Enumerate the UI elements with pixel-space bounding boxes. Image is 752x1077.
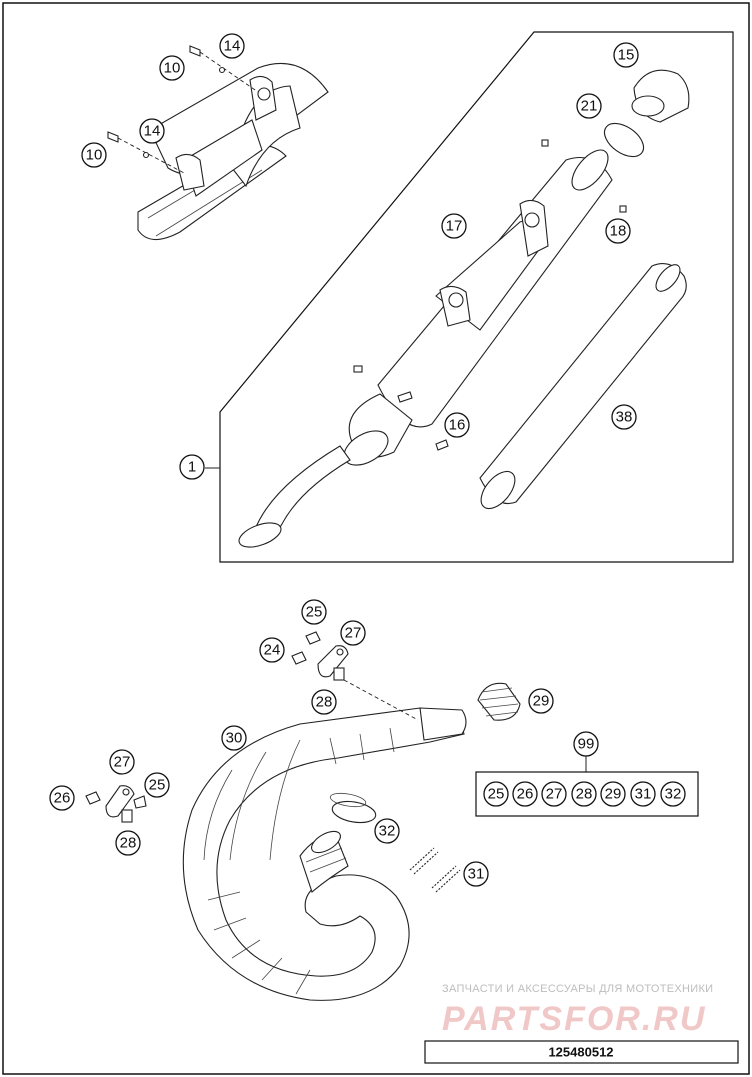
kit-callout: 32: [660, 781, 686, 807]
svg-text:29: 29: [533, 693, 550, 710]
callout-18: 18: [605, 218, 631, 244]
svg-text:18: 18: [610, 223, 627, 240]
callout-26: 26: [49, 785, 75, 811]
callout-31: 31: [463, 861, 489, 887]
o-ring-drawing: [603, 122, 645, 158]
seal-ring-drawing: [331, 800, 377, 824]
end-cap-drawing: [631, 69, 690, 123]
svg-text:27: 27: [114, 754, 131, 771]
callout-29: 29: [528, 688, 554, 714]
svg-text:99: 99: [578, 736, 595, 753]
svg-text:30: 30: [226, 730, 243, 747]
callout-25a: 25: [301, 599, 327, 625]
svg-text:17: 17: [446, 218, 463, 235]
kit-callout: 27: [541, 781, 567, 807]
svg-text:25: 25: [488, 786, 505, 803]
svg-text:21: 21: [581, 98, 598, 115]
svg-text:31: 31: [635, 786, 652, 803]
drawing-code: 125480512: [548, 1045, 613, 1060]
svg-text:10: 10: [164, 60, 181, 77]
callout-99: 99: [573, 731, 599, 757]
svg-text:10: 10: [86, 147, 103, 164]
callout-28a: 28: [311, 689, 337, 715]
callout-16: 16: [444, 412, 470, 438]
watermark-caption: ЗАПЧАСТИ И АКСЕССУАРЫ ДЛЯ МОТОТЕХНИКИ: [442, 983, 713, 995]
bellows-gasket-drawing: [477, 682, 521, 721]
exhaust-pipe-drawing: [182, 707, 467, 1001]
svg-text:14: 14: [144, 123, 161, 140]
kit-callout: 26: [512, 781, 538, 807]
kit-callout: 25: [483, 781, 509, 807]
svg-text:15: 15: [618, 47, 635, 64]
callout-27a: 27: [340, 620, 366, 646]
callout-15: 15: [613, 42, 639, 68]
callout-21: 21: [576, 93, 602, 119]
svg-text:38: 38: [616, 409, 633, 426]
svg-text:25: 25: [306, 604, 323, 621]
svg-text:16: 16: [449, 417, 466, 434]
svg-text:27: 27: [345, 625, 362, 642]
svg-text:26: 26: [517, 786, 534, 803]
svg-text:28: 28: [316, 694, 333, 711]
drawing-code-box: [424, 1040, 739, 1064]
callout-27b: 27: [109, 749, 135, 775]
svg-text:14: 14: [224, 38, 241, 55]
callout-10b: 10: [81, 142, 107, 168]
springs-drawing: [409, 847, 461, 893]
callout-24: 24: [259, 637, 285, 663]
svg-text:32: 32: [379, 823, 396, 840]
upper-bracket-drawing: [291, 631, 419, 721]
callout-14b: 14: [139, 118, 165, 144]
mounting-detail-drawing: [107, 45, 329, 241]
svg-text:31: 31: [468, 866, 485, 883]
svg-text:27: 27: [546, 786, 563, 803]
silencer-assembly-frame: [219, 31, 734, 563]
kit-callout: 28: [571, 781, 597, 807]
callout-1: 1: [179, 454, 205, 480]
svg-text:32: 32: [665, 786, 682, 803]
callout-32: 32: [374, 818, 400, 844]
callout-28b: 28: [115, 830, 141, 856]
watermark-logo: PARTSFOR.RU: [442, 1000, 706, 1038]
lower-bracket-drawing: [85, 785, 147, 823]
kit-callout: 29: [600, 781, 626, 807]
callout-25b: 25: [144, 772, 170, 798]
svg-text:1: 1: [188, 459, 196, 476]
silencer-body-drawing: [238, 139, 627, 548]
svg-text:26: 26: [54, 790, 71, 807]
callout-10a: 10: [159, 55, 185, 81]
svg-text:25: 25: [149, 777, 166, 794]
callout-14a: 14: [219, 33, 245, 59]
svg-text:28: 28: [120, 835, 137, 852]
svg-text:29: 29: [605, 786, 622, 803]
svg-text:24: 24: [264, 642, 281, 659]
callout-38: 38: [611, 404, 637, 430]
callout-30: 30: [221, 725, 247, 751]
damping-insert-drawing: [479, 263, 687, 510]
svg-text:28: 28: [576, 786, 593, 803]
callout-17: 17: [441, 213, 467, 239]
kit-callout: 31: [630, 781, 656, 807]
